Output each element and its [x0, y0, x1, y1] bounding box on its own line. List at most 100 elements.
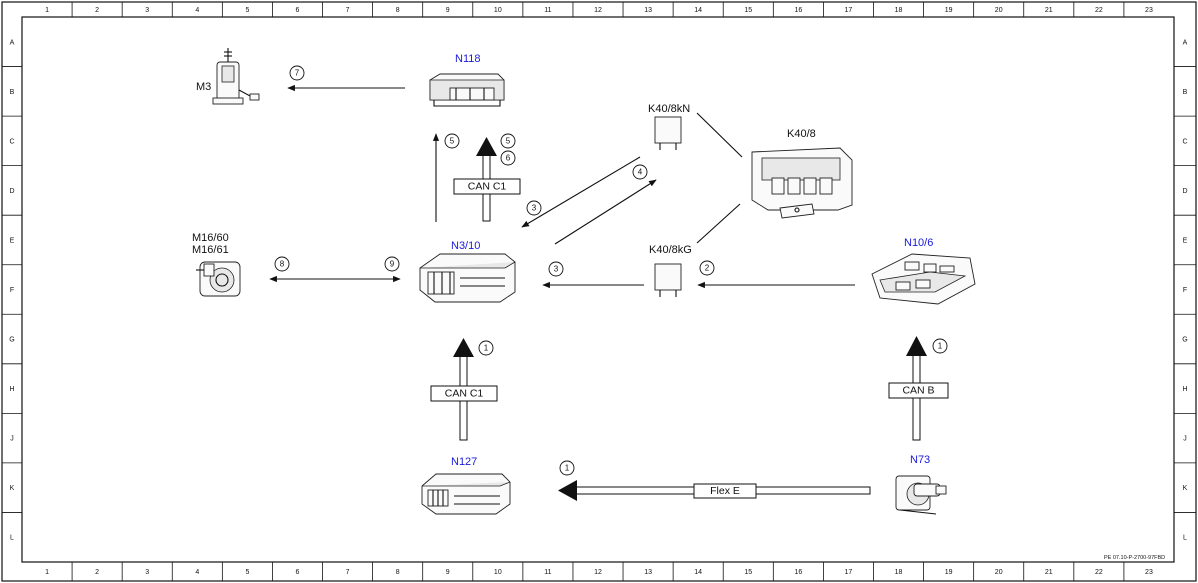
step-marker-8: 8	[274, 256, 290, 272]
k40-8kg-label: K40/8kG	[649, 244, 692, 256]
step-marker-3-lower: 3	[548, 261, 564, 277]
svg-text:3: 3	[554, 265, 559, 274]
grid-column-label: 22	[1095, 7, 1103, 14]
m3-fuel-pump-icon	[212, 48, 260, 105]
svg-text:2: 2	[705, 264, 710, 273]
grid-column-label: 4	[195, 7, 199, 14]
svg-text:1: 1	[484, 344, 489, 353]
svg-text:7: 7	[295, 69, 300, 78]
grid-column-label: 23	[1145, 569, 1153, 576]
k40-8-relay-module-icon	[751, 147, 853, 219]
grid-column-label: 10	[494, 569, 502, 576]
can-c1-upper-label: CAN C1	[468, 181, 507, 193]
svg-text:4: 4	[638, 168, 643, 177]
grid-row-label: E	[1183, 237, 1188, 244]
n118-control-unit-icon	[429, 73, 505, 107]
grid-column-label: 16	[794, 7, 802, 14]
can-b-box	[888, 382, 949, 399]
grid-column-label: 1	[45, 7, 49, 14]
k40-8kn-label: K40/8kN	[648, 103, 690, 115]
grid-column-label: 15	[744, 7, 752, 14]
svg-text:6: 6	[506, 154, 511, 163]
n3-10-control-unit-icon	[419, 253, 516, 303]
grid-row-label: B	[1183, 89, 1188, 96]
n127-label: N127	[451, 456, 477, 468]
grid-row-label: E	[10, 237, 15, 244]
grid-column-label: 5	[245, 7, 249, 14]
k40-8-label: K40/8	[787, 128, 816, 140]
flex-e-label: Flex E	[710, 485, 740, 497]
inner-frame	[21, 16, 1175, 563]
svg-text:9: 9	[390, 260, 395, 269]
grid-column-label: 20	[995, 7, 1003, 14]
n73-label: N73	[910, 454, 930, 466]
m16-60-label: M16/60	[192, 232, 229, 244]
step-marker-6: 6	[500, 150, 516, 166]
step-marker-1-can-b: 1	[932, 338, 948, 354]
grid-row-label: G	[9, 337, 14, 344]
grid-row-label: B	[10, 89, 15, 96]
step-marker-1-flex-e: 1	[559, 460, 575, 476]
grid-column-label: 9	[446, 7, 450, 14]
grid-column-label: 5	[245, 569, 249, 576]
k40-8kn-relay-icon	[654, 116, 682, 150]
grid-column-label: 18	[895, 569, 903, 576]
footer-reference: PE 07.10-P-2700-97FBD	[1104, 555, 1165, 561]
step-marker-5-bus: 5	[500, 133, 516, 149]
grid-column-label: 23	[1145, 7, 1153, 14]
svg-text:8: 8	[280, 260, 285, 269]
grid-column-label: 14	[694, 569, 702, 576]
grid-row-label: G	[1182, 337, 1187, 344]
grid-row-label: F	[10, 287, 14, 294]
grid-row-label: F	[1183, 287, 1187, 294]
grid-row-label: C	[9, 138, 14, 145]
grid-column-label: 3	[145, 569, 149, 576]
grid-column-label: 1	[45, 569, 49, 576]
n118-label: N118	[455, 53, 480, 65]
grid-column-label: 4	[195, 569, 199, 576]
grid-column-label: 15	[744, 569, 752, 576]
grid-column-label: 7	[346, 569, 350, 576]
grid-row-label: K	[1183, 485, 1188, 492]
n10-6-sam-icon	[871, 253, 976, 305]
grid-row-label: A	[10, 39, 15, 46]
svg-text:3: 3	[532, 204, 537, 213]
step-marker-2: 2	[699, 260, 715, 276]
m16-throttle-valve-icon	[196, 261, 241, 297]
grid-column-label: 8	[396, 569, 400, 576]
grid-column-label: 14	[694, 7, 702, 14]
grid-row-label: C	[1182, 138, 1187, 145]
svg-text:5: 5	[450, 137, 455, 146]
signal-n3-10-to-k40-8kn	[554, 179, 657, 245]
can-c1-upper-box	[453, 178, 521, 195]
svg-text:1: 1	[565, 464, 570, 473]
m3-label: M3	[196, 81, 211, 93]
step-marker-3-upper: 3	[526, 200, 542, 216]
grid-column-label: 9	[446, 569, 450, 576]
wire-k40-8-to-k40-8kg	[696, 203, 741, 244]
grid-column-label: 2	[95, 569, 99, 576]
grid-column-label: 2	[95, 7, 99, 14]
step-marker-4: 4	[632, 164, 648, 180]
grid-column-label: 13	[644, 7, 652, 14]
svg-text:5: 5	[506, 137, 511, 146]
step-marker-9: 9	[384, 256, 400, 272]
grid-row-label: J	[10, 436, 14, 443]
grid-column-label: 19	[945, 7, 953, 14]
grid-row-label: H	[9, 386, 14, 393]
grid-column-label: 7	[346, 7, 350, 14]
step-marker-7: 7	[289, 65, 305, 81]
grid-column-label: 11	[544, 7, 551, 14]
grid-column-label: 12	[594, 7, 602, 14]
grid-row-label: D	[9, 188, 14, 195]
grid-column-label: 17	[845, 569, 853, 576]
grid-column-label: 17	[845, 7, 853, 14]
grid-row-label: L	[10, 535, 14, 542]
grid-column-label: 22	[1095, 569, 1103, 576]
grid-column-label: 6	[296, 569, 300, 576]
n73-ignition-switch-icon	[895, 475, 947, 515]
grid-column-label: 11	[544, 569, 551, 576]
